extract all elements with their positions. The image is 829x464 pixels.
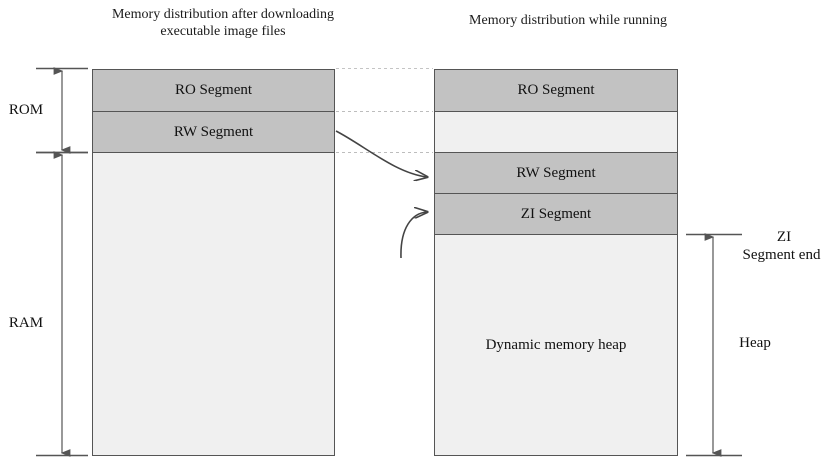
- ram-measure-label: RAM: [8, 315, 44, 331]
- left-ro-segment: RO Segment: [92, 69, 335, 112]
- rom-measure-label: ROM: [8, 102, 44, 118]
- right-diagram-title: Memory distribution while running: [469, 13, 667, 28]
- left-rw-segment-label: RW Segment: [173, 123, 254, 140]
- right-gap-area: [434, 111, 678, 153]
- left-rw-segment: RW Segment: [92, 111, 335, 153]
- right-rw-segment-label: RW Segment: [516, 164, 596, 181]
- right-zi-segment: ZI Segment: [434, 193, 678, 235]
- right-ro-segment: RO Segment: [434, 69, 678, 112]
- right-rw-segment: RW Segment: [434, 152, 678, 194]
- right-dynamic-heap: Dynamic memory heap: [434, 234, 678, 456]
- left-ro-segment-label: RO Segment: [174, 82, 253, 98]
- right-zi-segment-label: ZI Segment: [520, 205, 592, 222]
- ram-dimension-arrow: [36, 151, 88, 457]
- right-dynamic-heap-label: Dynamic memory heap: [485, 336, 627, 353]
- zi-segment-end-label-line2: Segment end: [742, 247, 821, 263]
- left-free-area: [92, 152, 335, 456]
- heap-measure-label: Heap: [739, 335, 771, 351]
- left-diagram-title: Memory distribution after downloading ex…: [111, 7, 335, 39]
- right-ro-segment-label: RO Segment: [517, 82, 595, 98]
- rw-relocation-arrow: [335, 130, 427, 177]
- zi-segment-end-label-line1: ZI: [776, 229, 792, 245]
- zi-creation-arrow: [400, 212, 427, 259]
- dotted-connectors: [336, 68, 433, 153]
